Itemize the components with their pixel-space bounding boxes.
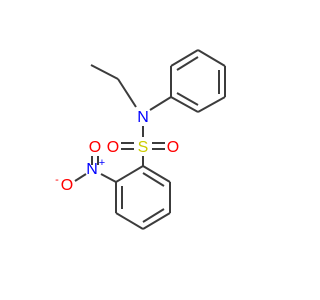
bond-methyl-ch2 — [90, 64, 119, 80]
phenyl-bond — [170, 49, 199, 67]
atom-n-amine: N — [137, 109, 149, 126]
atom-o-sulfonyl-left: O — [107, 139, 119, 156]
atom-o-sulfonyl-right: O — [167, 139, 179, 156]
phenyl-inner-bond — [176, 56, 199, 71]
phenyl-inner-bond — [176, 92, 199, 106]
bond-n-phenyl — [149, 96, 172, 111]
ring-bond — [142, 165, 171, 183]
ethyl-group — [90, 64, 137, 108]
bond-ch2-n — [117, 78, 137, 108]
ring-bond — [142, 212, 171, 230]
ring-bond — [115, 165, 144, 183]
atom-n-nitro: N — [86, 161, 98, 178]
nitrobenzene-ring — [115, 165, 171, 230]
phenyl-ring — [149, 49, 226, 113]
bond-ring-nitro-n — [100, 173, 117, 183]
ring-bond — [115, 212, 144, 230]
atom-s-sulfonyl: S — [138, 139, 149, 156]
phenyl-bond — [197, 49, 226, 67]
sulfonyl-bonds — [121, 142, 165, 150]
ring-inner-bond — [142, 208, 165, 223]
atom-o-nitro-left: O — [61, 177, 73, 194]
ring-inner-bond — [142, 172, 165, 187]
charge-minus-nitro: - — [55, 174, 59, 186]
molecule-structure-diagram: N S O O N + O O - — [55, 49, 226, 230]
phenyl-bond — [197, 96, 226, 113]
charge-plus-nitro: + — [99, 157, 105, 169]
bond-nitro-n-o-left — [74, 173, 87, 182]
phenyl-bond — [170, 96, 199, 113]
nitro-bonds — [74, 156, 117, 183]
atom-o-nitro-top: O — [89, 139, 101, 156]
